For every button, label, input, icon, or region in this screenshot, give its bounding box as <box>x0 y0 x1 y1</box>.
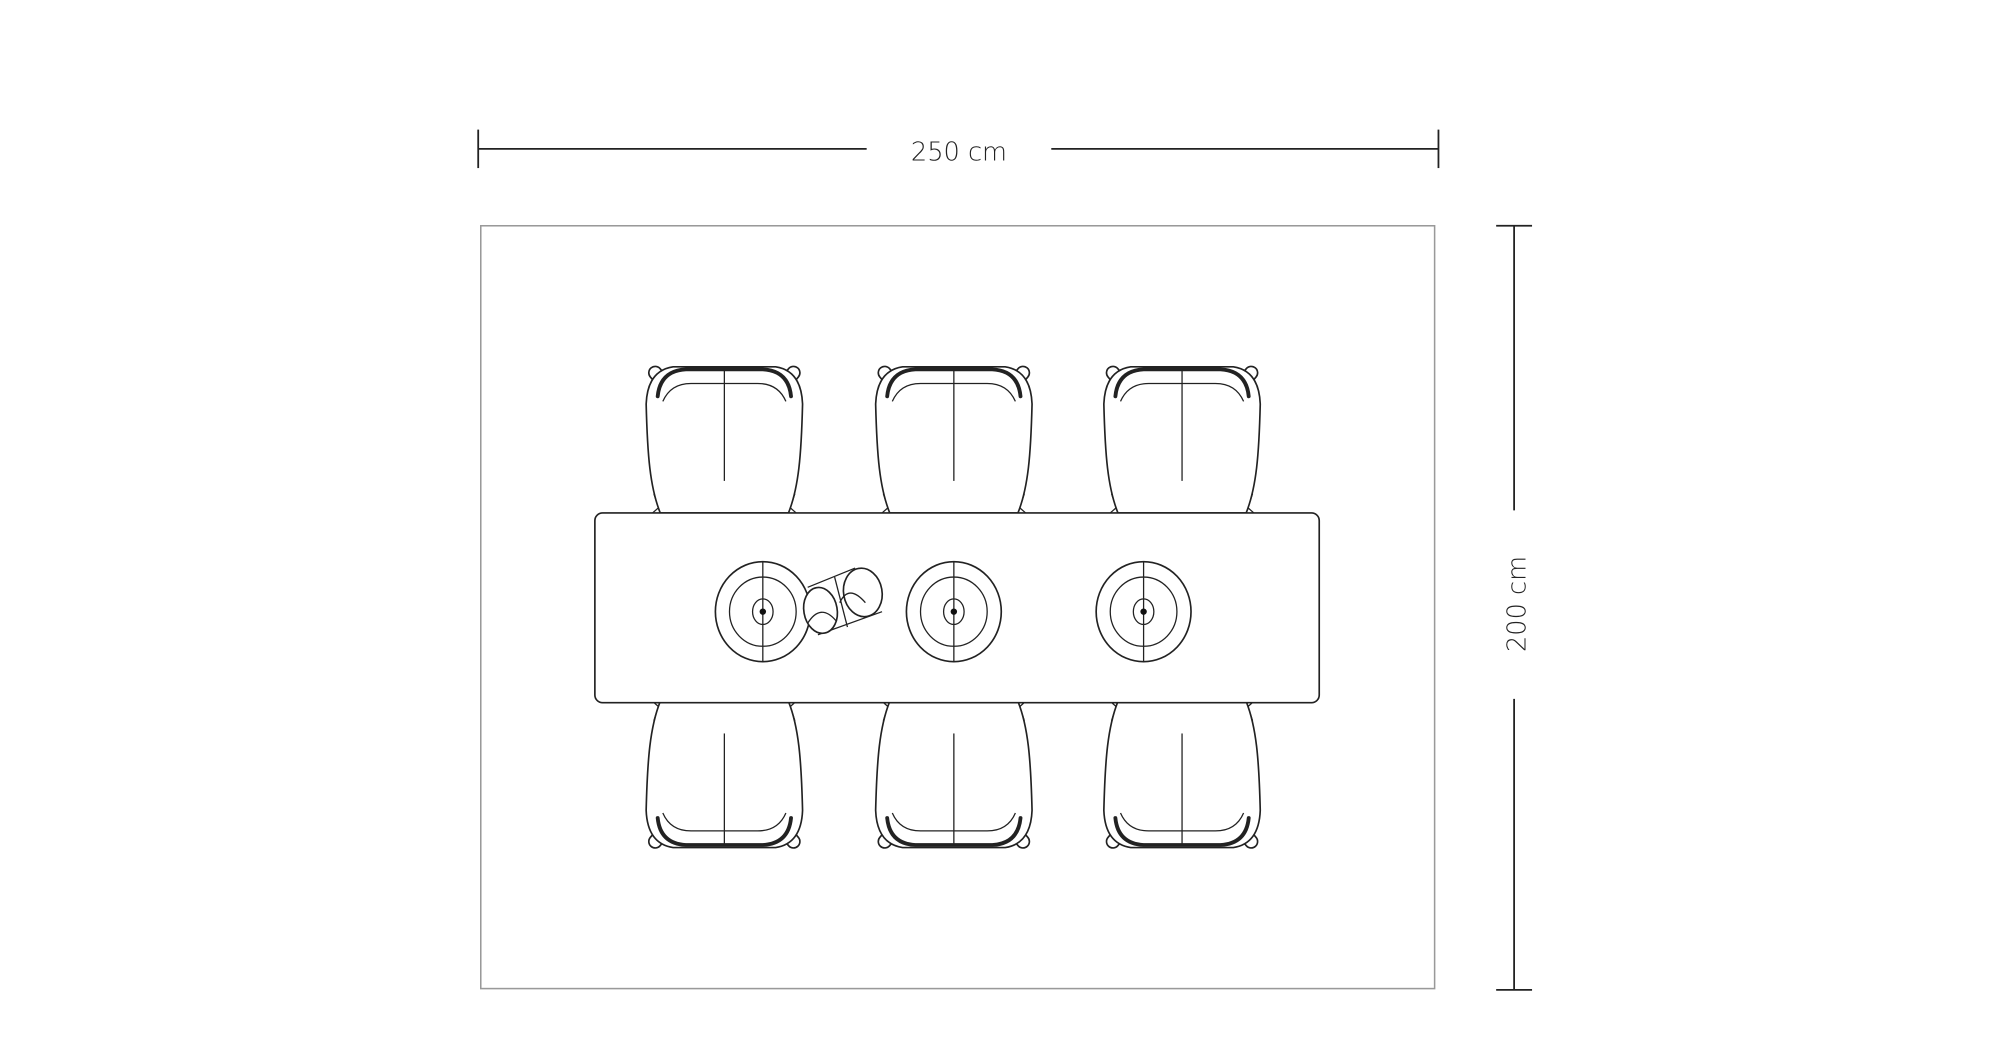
plate-center-dot <box>759 608 767 615</box>
glass-connector-line <box>807 567 856 588</box>
width-label: 250 cm <box>911 137 1007 167</box>
glass-rim <box>839 592 866 604</box>
plate-center-dot <box>1140 608 1147 615</box>
place-setting <box>1095 560 1192 663</box>
place-setting <box>714 560 812 663</box>
chair <box>645 700 804 849</box>
chairs <box>645 365 1262 849</box>
height-dimension: 200 cm <box>1496 224 1533 991</box>
glass-icon <box>802 586 839 635</box>
chair <box>874 700 1033 849</box>
rug <box>480 225 1436 990</box>
width-dimension: 250 cm <box>477 129 1440 169</box>
chair <box>1103 365 1262 514</box>
plate-center-dot <box>950 608 958 615</box>
chair <box>645 365 804 514</box>
height-label: 200 cm <box>1503 556 1533 652</box>
glass-rim <box>807 611 837 624</box>
place-setting <box>905 560 1003 663</box>
chair <box>1103 700 1262 849</box>
glasses <box>802 567 884 636</box>
glass-connector-line <box>833 576 849 628</box>
chair <box>874 365 1033 514</box>
place-settings <box>714 560 1192 663</box>
